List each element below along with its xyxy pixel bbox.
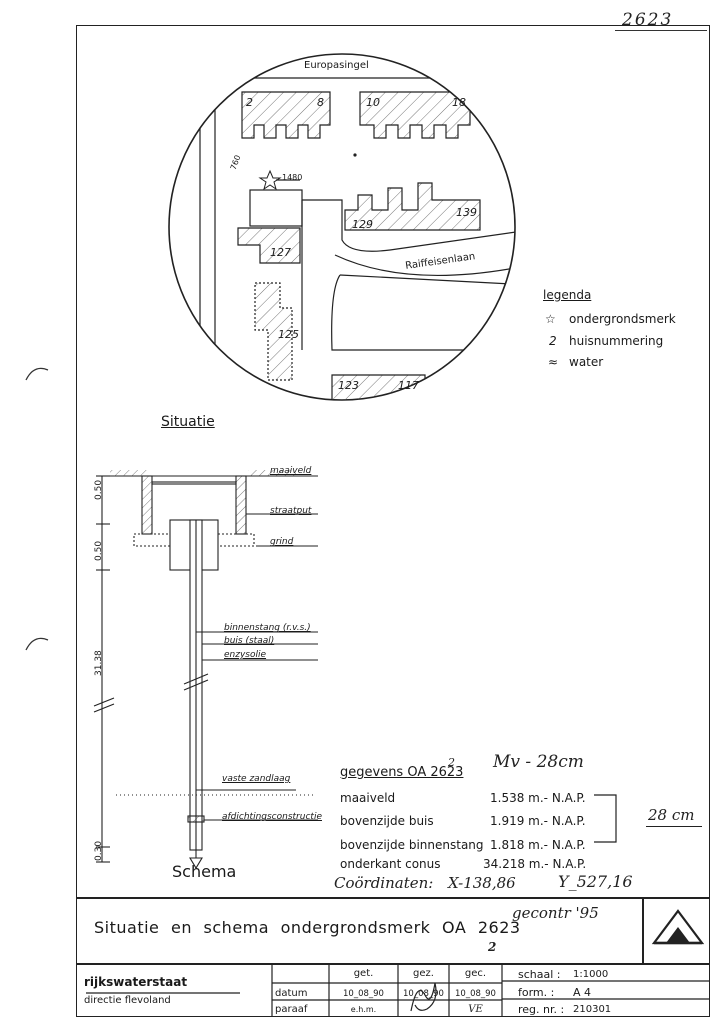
schema-drawing bbox=[93, 470, 318, 870]
house-number: 18 bbox=[452, 96, 466, 109]
house-number: 129 bbox=[352, 218, 373, 231]
title-logo-divider bbox=[642, 897, 644, 963]
schaal-label: schaal : bbox=[518, 968, 561, 981]
house-number: 139 bbox=[456, 206, 477, 219]
bracket bbox=[594, 794, 617, 843]
sheet-number-underline bbox=[615, 30, 707, 31]
punch-marks bbox=[25, 367, 49, 651]
label-grind: grind bbox=[270, 537, 294, 547]
handwritten-gecontr: gecontr '95 bbox=[512, 904, 599, 922]
handwritten-underline bbox=[646, 826, 702, 827]
handwritten-28cm: 28 cm bbox=[648, 806, 695, 824]
title-block-grid bbox=[86, 963, 710, 1017]
legend-item: ☆ondergrondsmerk bbox=[545, 312, 676, 326]
org-dept: directie flevoland bbox=[84, 995, 171, 1006]
house-number: 123 bbox=[338, 379, 359, 392]
col-header-gez: gez. bbox=[413, 968, 434, 979]
schema-dimension: 0.50 bbox=[94, 540, 104, 561]
schema-dimension: 0.30 bbox=[94, 840, 104, 861]
label-vaste-zandlaag: vaste zandlaag bbox=[222, 774, 291, 784]
marker-distance-label: 1480 bbox=[282, 173, 303, 182]
col-header-get: get. bbox=[353, 968, 374, 979]
gegevens-title: gegevens OA 2623 bbox=[340, 765, 464, 780]
paraaf-get: e.h.m. bbox=[350, 1005, 377, 1014]
signature-scribble bbox=[410, 982, 437, 1012]
house-number: 125 bbox=[278, 328, 299, 341]
title-divider bbox=[76, 897, 710, 899]
label-straatput: straatput bbox=[270, 506, 312, 516]
label-afdichting: afdichtingsconstructie bbox=[222, 812, 322, 822]
house-number-icon: 2 bbox=[549, 334, 557, 348]
handwritten-correction: 2 bbox=[448, 756, 455, 769]
col-header-gec: gec. bbox=[464, 968, 487, 979]
label-maaiveld: maaiveld bbox=[270, 466, 312, 476]
house-number: 127 bbox=[270, 246, 291, 259]
schema-title: Schema bbox=[172, 862, 237, 881]
label-buis: buis (staal) bbox=[224, 636, 275, 646]
org-name: rijkswaterstaat bbox=[84, 975, 188, 989]
legend-title: legenda bbox=[543, 288, 592, 302]
row-label-paraaf: paraaf bbox=[275, 1004, 308, 1015]
situatie-label: Situatie bbox=[161, 414, 215, 430]
handwritten-y: Y_527,16 bbox=[558, 872, 633, 891]
main-title: Situatie en schema ondergrondsmerk OA 26… bbox=[94, 918, 521, 937]
paraaf-gec: VE bbox=[468, 1004, 483, 1015]
label-enzysolie: enzysolie bbox=[224, 650, 267, 660]
house-number: 10 bbox=[366, 96, 380, 109]
reg-value: 210301 bbox=[573, 1004, 612, 1015]
rijkswaterstaat-logo bbox=[651, 909, 705, 945]
schaal-value: 1:1000 bbox=[573, 969, 609, 980]
handwritten-mv: Mv - 28cm bbox=[493, 752, 584, 772]
handwritten-x: X-138,86 bbox=[448, 874, 516, 892]
title-bottom-divider bbox=[76, 963, 710, 965]
form-label: form. : bbox=[518, 986, 555, 999]
form-value: A 4 bbox=[573, 986, 592, 999]
label-binnenstang: binnenstang (r.v.s.) bbox=[224, 623, 311, 633]
row-label-datum: datum bbox=[275, 988, 308, 999]
handwritten-correction: 2 bbox=[488, 940, 497, 954]
house-number: 117 bbox=[398, 379, 419, 392]
schema-dimension: 31.38 bbox=[94, 650, 104, 676]
water-icon: ≈ bbox=[548, 355, 559, 369]
situatie-map bbox=[168, 53, 516, 401]
date-get: 10_08_90 bbox=[343, 989, 384, 999]
house-number: 8 bbox=[317, 96, 324, 109]
schema-dimension: 0.50 bbox=[94, 479, 104, 500]
reg-label: reg. nr. : bbox=[518, 1003, 565, 1016]
date-gez: 10_08_90 bbox=[403, 989, 444, 999]
handwritten-coords-label: Coördinaten: bbox=[334, 874, 434, 892]
drawing-frame bbox=[76, 25, 710, 1017]
legend-item: ≈water bbox=[548, 355, 604, 369]
street-label-europasingel: Europasingel bbox=[304, 60, 369, 71]
date-gec: 10_08_90 bbox=[455, 989, 496, 999]
star-icon: ☆ bbox=[545, 312, 556, 326]
house-number: 2 bbox=[246, 96, 253, 109]
